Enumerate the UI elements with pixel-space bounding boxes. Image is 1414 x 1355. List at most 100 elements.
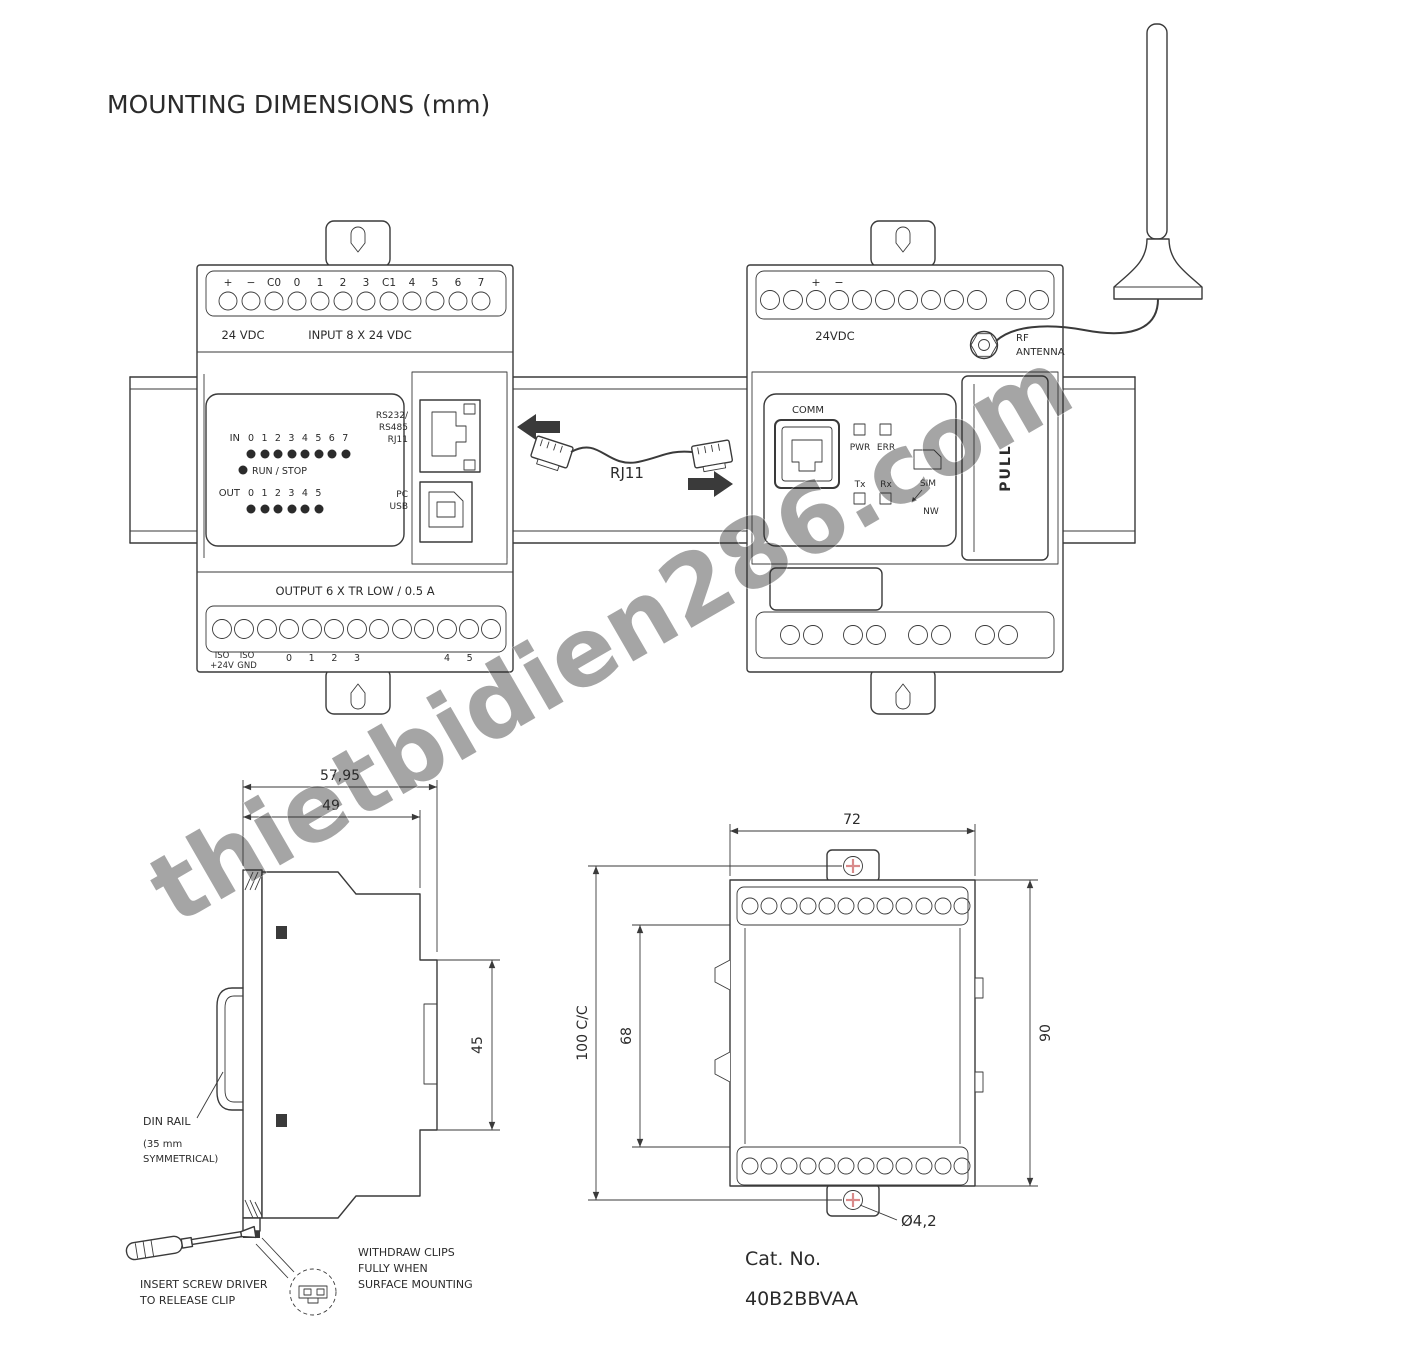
svg-text:ISO: ISO (215, 651, 230, 661)
rx-led (879, 492, 892, 505)
antenna-cable (995, 298, 1159, 342)
svg-text:C1: C1 (382, 277, 396, 289)
svg-text:1: 1 (317, 277, 324, 289)
din-rail-label: DIN RAIL (143, 1115, 191, 1128)
clip-leader-1 (261, 1237, 295, 1273)
gsm-comm-label: COMM (792, 405, 824, 416)
gsm-bottom-terminal-strip (755, 611, 1055, 659)
side-foot-upper (276, 926, 287, 939)
front-left-bump-1 (714, 959, 731, 991)
side-terminal-block (423, 1003, 438, 1085)
sim-card-icon (913, 449, 942, 470)
svg-text:6: 6 (455, 277, 462, 289)
dim-total-depth: 57,95 (242, 768, 438, 952)
gsm-comm-panel: COMM PWR ERR Tx Rx SIM NW (763, 393, 957, 547)
arrow-left-icon (517, 414, 560, 440)
din-rail-leader (196, 1071, 224, 1119)
svg-text:C0: C0 (267, 277, 281, 289)
svg-text:3: 3 (363, 277, 370, 289)
dim-body-height: 90 (975, 879, 1054, 1187)
dim-mounting-cc: 100 C/C (575, 865, 842, 1201)
dim-terminal-height: 45 (437, 959, 500, 1131)
plc-in-label: IN (230, 433, 240, 444)
plc-module: + − C0 0 1 2 3 C1 4 5 6 7 24 VDC INPUT 8… (196, 220, 514, 715)
gsm-label-slot (769, 567, 883, 611)
svg-text:Ø4,2: Ø4,2 (901, 1212, 937, 1230)
gsm-top-terminal-strip (755, 270, 1055, 320)
rj11-plug-left (530, 435, 574, 472)
withdraw-note-2: FULLY WHEN (358, 1262, 428, 1275)
side-view: 57,95 49 (125, 768, 500, 1316)
plc-led-panel: IN 0 1 2 3 4 5 6 7 RUN / STOP OUT 0 1 2 … (205, 393, 405, 547)
gsm-pwr-label: PWR (850, 443, 871, 453)
dim-width: 72 (729, 812, 976, 876)
arrow-right-icon (688, 471, 733, 497)
gsm-rf-label-1: RF (1016, 333, 1029, 344)
rf-antenna-connector (969, 330, 999, 360)
sim-arrow-icon (911, 489, 923, 503)
tx-led (853, 492, 866, 505)
screwdriver-icon (125, 1225, 257, 1261)
plc-top-terminal-circles (218, 291, 491, 311)
plc-usb-label-1: PC (396, 490, 408, 500)
plc-top-terminal-strip (205, 270, 507, 317)
svg-text:7: 7 (478, 277, 485, 289)
plc-in-numbers: 0 1 2 3 4 5 6 7 (248, 433, 351, 444)
svg-text:4 5: 4 5 (444, 653, 480, 664)
clip-leader-2 (255, 1243, 289, 1279)
rj11-cable: RJ11 (517, 414, 734, 497)
svg-text:4: 4 (409, 277, 416, 289)
plc-bottom-terminal-labels: ISO +24V ISO GND 0 1 2 3 4 5 (210, 651, 480, 671)
svg-text:0: 0 (294, 277, 301, 289)
front-bottom-strip (736, 1146, 969, 1186)
side-body-profile (261, 871, 438, 1219)
plc-run-stop-label: RUN / STOP (252, 466, 307, 477)
antenna-base (1113, 238, 1203, 300)
plc-in-leds (246, 449, 351, 459)
front-right-bump-2 (974, 1071, 984, 1093)
plc-top-terminal-labels: + − C0 0 1 2 3 C1 4 5 6 7 (224, 277, 485, 289)
svg-text:100 C/C: 100 C/C (575, 1005, 591, 1061)
rf-antenna (995, 23, 1203, 342)
svg-text:2: 2 (340, 277, 347, 289)
plc-input-label: INPUT 8 X 24 VDC (308, 328, 412, 342)
plc-ports: RS232/ RS485 RJ11 PC USB (376, 371, 508, 565)
cat-no-label: Cat. No. (745, 1248, 821, 1270)
svg-text:90: 90 (1038, 1024, 1054, 1042)
rj11-plug-right (690, 439, 734, 473)
plc-usb-label-2: USB (390, 502, 408, 512)
plc-serial-label-3: RJ11 (388, 435, 408, 445)
gsm-rf-label-2: ANTENNA (1016, 347, 1065, 358)
gsm-nw-label: NW (923, 507, 939, 517)
gsm-bottom-mounting-tab (870, 667, 936, 715)
dim-body-depth: 49 (243, 798, 421, 888)
side-back-plate (242, 869, 263, 1219)
plc-top-mounting-tab (325, 220, 391, 268)
front-view: 72 100 C/C 68 90 Ø4,2 (575, 812, 1054, 1230)
side-foot-lower (276, 1114, 287, 1127)
err-led (879, 423, 892, 436)
gsm-top-terminal-circles (760, 290, 1049, 310)
clip-detail-icon (289, 1268, 337, 1316)
svg-text:0 1 2 3: 0 1 2 3 (286, 653, 367, 664)
svg-text:45: 45 (470, 1036, 486, 1054)
rj11-jack-icon (419, 399, 481, 473)
front-right-bump-1 (974, 977, 984, 999)
din-rail-note-2: SYMMETRICAL) (143, 1154, 218, 1165)
gsm-plus-label: + (811, 276, 820, 289)
plc-out-leds (246, 504, 324, 514)
front-top-strip-circles (741, 897, 971, 915)
insert-note-2: TO RELEASE CLIP (139, 1294, 236, 1307)
gsm-top-tab-slot (895, 226, 911, 253)
plc-run-stop-led (238, 465, 248, 475)
gsm-minus-label: − (834, 276, 843, 289)
gsm-rx-label: Rx (880, 480, 892, 490)
side-hatching (244, 871, 263, 1219)
cat-no: Cat. No. 40B2BBVAA (745, 1248, 858, 1310)
svg-text:+: + (224, 277, 233, 289)
plc-output-label: OUTPUT 6 X TR LOW / 0.5 A (275, 584, 434, 598)
pwr-led (853, 423, 866, 436)
plc-power-label: 24 VDC (221, 328, 264, 342)
insert-note-1: INSERT SCREW DRIVER (140, 1278, 268, 1291)
gsm-pull-label: PULL (998, 444, 1014, 491)
